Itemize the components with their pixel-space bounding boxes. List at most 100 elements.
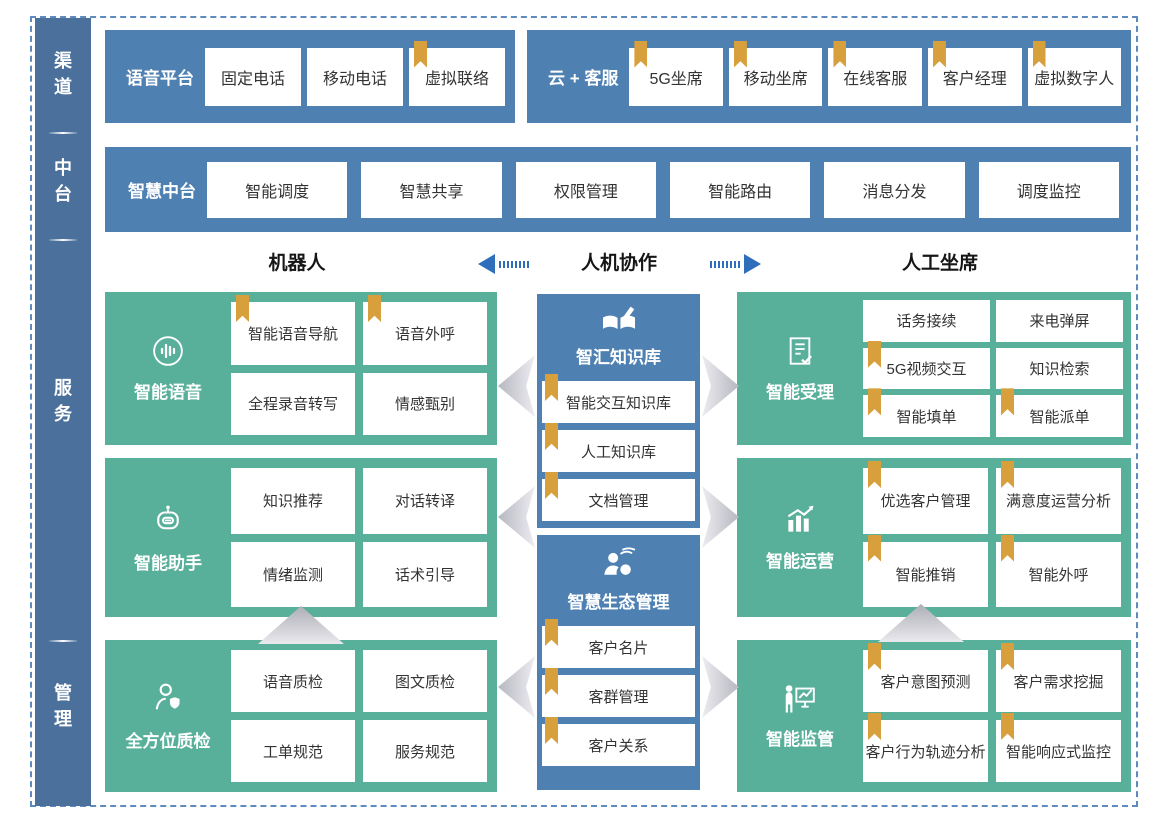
bookmark-icon [368,295,381,322]
feature-label: 5G坐席 [649,70,703,88]
feature-box: 客户经理 [927,40,1022,106]
feature-box: 对话转译 [363,468,487,534]
feature-label: 工单规范 [262,743,323,761]
feature-box: 虚拟数字人 [1027,40,1122,106]
quality-inspector-icon [150,680,186,721]
feature-box: 语音外呼 [363,295,487,365]
block-quality: 全方位质检 语音质检 图文质检 工单规范 服务规范 [105,640,497,792]
feature-box: 话务接续 [863,300,990,342]
layer-sidebar: 渠道 中台 服务 管理 [35,18,91,806]
feature-box: 全程录音转写 [231,372,355,435]
block-eco: 智慧生态管理 客户名片 客群管理 客户关系 [537,535,700,790]
block-title: 智能助手 [134,553,202,573]
feature-label: 虚拟联络 [424,70,489,88]
feature-label: 移动电话 [322,70,387,88]
feature-label: 智能语音导航 [247,325,338,343]
layer-label-management: 管理 [54,683,72,729]
feature-label: 在线客服 [843,70,908,88]
bookmark-icon [1001,643,1014,670]
feature-box: 服务规范 [363,720,487,782]
bookmark-icon [545,423,558,450]
collab-title: 人机协作 [580,253,657,274]
feature-box: 知识检索 [996,347,1123,390]
feature-box: 消息分发 [824,161,965,218]
block-operation: 智能运营 优选客户管理 满意度运营分析 智能推销 智能外呼 [737,458,1131,617]
bookmark-icon [868,388,881,416]
feature-box: 客群管理 [542,668,695,717]
layer-label-midplatform: 中台 [54,158,72,204]
feature-box: 固定电话 [205,47,301,106]
block-header: 智能监管 [737,640,863,792]
feature-box: 满意度运营分析 [996,461,1121,534]
block-header: 智能语音 [105,292,231,445]
block-items: 语音质检 图文质检 工单规范 服务规范 [231,640,497,792]
arrow-right-icon [706,254,761,274]
feature-label: 客户关系 [588,737,649,755]
block-items: 智能语音导航 语音外呼 全程录音转写 情感甄别 [231,292,497,445]
block-items: 优选客户管理 满意度运营分析 智能推销 智能外呼 [863,458,1131,617]
feature-box: 智能交互知识库 [542,374,695,423]
feature-box: 智能外呼 [996,534,1121,607]
bookmark-icon [236,295,249,322]
bookmark-icon [868,461,881,488]
feature-label: 情绪监测 [262,566,323,584]
block-header: 全方位质检 [105,640,231,792]
collaboration-header: 机器人 人机协作 人工坐席 [105,242,1131,286]
feature-label: 智能响应式监控 [1005,743,1111,761]
group-title: 语音平台 [126,69,194,88]
block-title: 智能运营 [766,551,834,571]
feature-label: 客户经理 [942,70,1007,88]
dashed-border [30,16,1138,807]
block-knowledge: 智汇知识库 智能交互知识库 人工知识库 文档管理 [537,294,700,528]
feature-box: 人工知识库 [542,423,695,472]
feature-box: 调度监控 [978,161,1119,218]
feature-box: 客户关系 [542,717,695,766]
feature-label: 话务接续 [896,313,957,331]
feature-box: 图文质检 [363,650,487,712]
feature-label: 智能推销 [895,566,956,584]
sidebar-divider [49,132,77,134]
feature-box: 智能推销 [863,534,988,607]
feature-box: 在线客服 [828,40,922,106]
group-title: 智慧中台 [128,182,196,201]
feature-label: 语音外呼 [394,325,455,343]
feature-label: 满意度运营分析 [1005,493,1111,511]
feature-label: 智能填单 [896,408,957,426]
feature-box: 智能语音导航 [231,295,355,365]
group-items: 智能调度 智慧共享 权限管理 智能路由 消息分发 调度监控 [207,161,1119,218]
block-header: 智汇知识库 [542,302,695,374]
bookmark-icon [1001,534,1014,562]
bookmark-icon [414,40,427,68]
feature-label: 图文质检 [394,673,455,691]
feature-box: 移动电话 [307,47,403,106]
feature-label: 客户意图预测 [880,673,971,691]
feature-label: 全程录音转写 [247,396,338,414]
feature-label: 智慧共享 [399,183,464,201]
bookmark-icon [545,668,558,695]
feature-label: 移动坐席 [743,70,808,88]
middle-platform-row: 智慧中台 智能调度 智慧共享 权限管理 智能路由 消息分发 调度监控 [105,147,1131,232]
bookmark-icon [868,534,881,562]
feature-box: 智能派单 [996,388,1123,437]
block-header: 智能受理 [737,292,863,445]
feature-label: 客户行为轨迹分析 [865,743,986,761]
bookmark-icon [545,472,558,499]
arrow-left-icon [478,254,533,274]
bookmark-icon [1032,40,1046,68]
feature-box: 工单规范 [231,720,355,782]
bookmark-icon [1001,388,1014,416]
feature-box: 情感甄别 [363,372,487,435]
feature-box: 优选客户管理 [863,461,988,534]
feature-box: 5G视频交互 [863,340,990,390]
feature-label: 人工知识库 [580,443,656,461]
bookmark-icon [545,374,558,401]
feature-label: 固定电话 [220,70,285,88]
feature-label: 虚拟数字人 [1034,70,1115,88]
feature-label: 智能调度 [245,183,310,201]
chart-growth-icon [782,504,818,541]
feature-box: 智能路由 [669,161,811,218]
block-items: 客户意图预测 客户需求挖掘 客户行为轨迹分析 智能响应式监控 [863,640,1131,792]
robot-icon [150,502,186,543]
feature-box: 客户行为轨迹分析 [863,713,988,782]
block-supervision: 智能监管 客户意图预测 客户需求挖掘 客户行为轨迹分析 智能响应式监控 [737,640,1131,792]
